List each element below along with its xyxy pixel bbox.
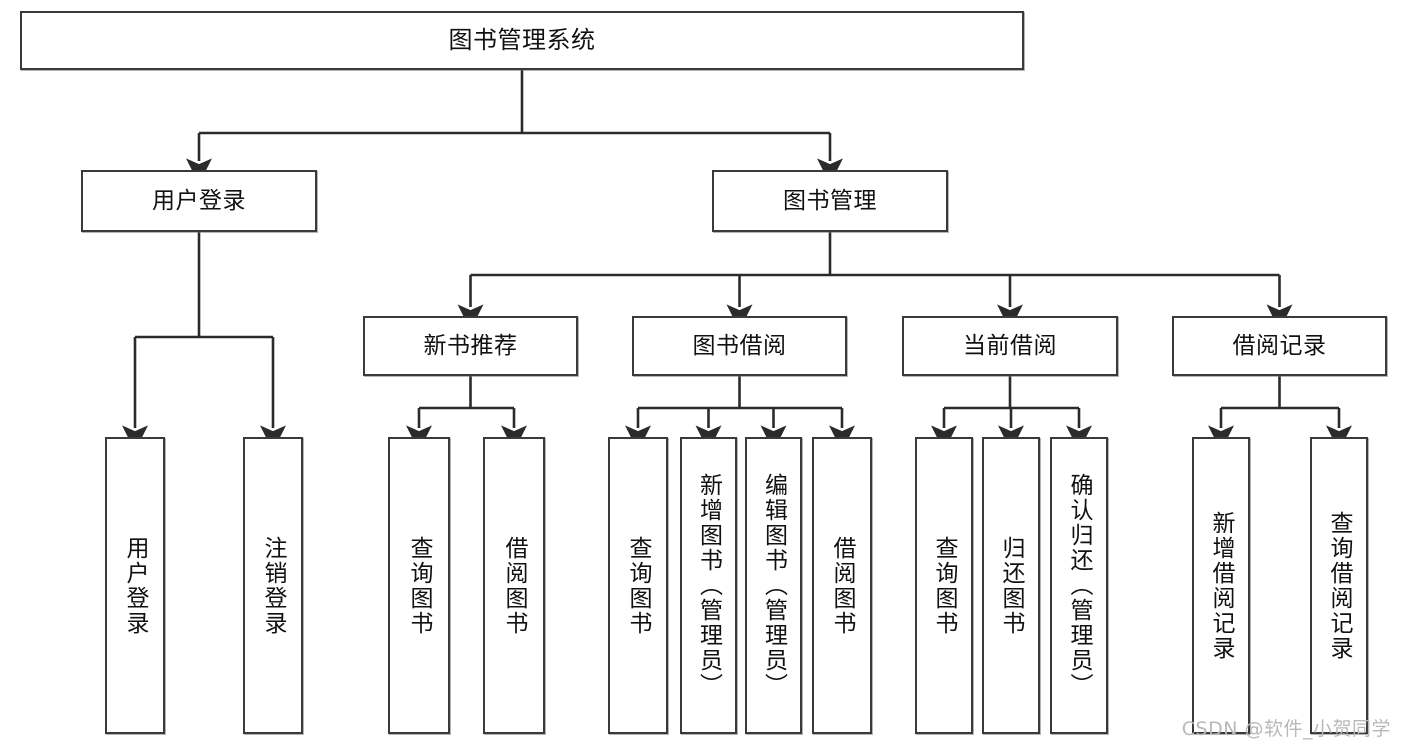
node-label: 借阅图书 [501, 535, 528, 636]
node-label: 归还图书 [998, 535, 1025, 636]
node-label: 查询借阅记录 [1326, 510, 1353, 661]
node-leaf-query-borrowing-record[interactable]: 查询借阅记录 [1310, 437, 1368, 734]
node-leaf-user-logout[interactable]: 注销登录 [243, 437, 303, 734]
node-label: 图书管理 [783, 187, 877, 214]
node-user-login[interactable]: 用户登录 [81, 170, 317, 232]
node-label: 当前借阅 [963, 332, 1057, 359]
node-leaf-borrow-book-recommendation[interactable]: 借阅图书 [483, 437, 545, 734]
node-leaf-query-book-recommendation[interactable]: 查询图书 [388, 437, 450, 734]
node-label: 查询图书 [931, 535, 958, 636]
node-label: 用户登录 [152, 187, 246, 214]
node-current-borrowing[interactable]: 当前借阅 [902, 316, 1118, 376]
watermark-text: CSDN @软件_小贺同学 [1181, 718, 1391, 740]
connector-lines [122, 70, 1352, 452]
node-label: 借阅图书 [829, 535, 856, 636]
node-leaf-add-book-admin[interactable]: 新增图书（管理员） [680, 437, 737, 734]
node-leaf-user-login[interactable]: 用户登录 [105, 437, 165, 734]
node-leaf-edit-book-admin[interactable]: 编辑图书（管理员） [745, 437, 802, 734]
node-label: 借阅记录 [1232, 332, 1327, 359]
node-leaf-add-borrowing-record[interactable]: 新增借阅记录 [1192, 437, 1250, 734]
node-label: 注销登录 [260, 535, 287, 636]
node-root-book-management-system[interactable]: 图书管理系统 [20, 11, 1024, 70]
node-leaf-return-book[interactable]: 归还图书 [982, 437, 1040, 734]
node-label: 图书借阅 [692, 332, 787, 359]
node-leaf-borrow-book-borrowing[interactable]: 借阅图书 [812, 437, 872, 734]
node-label: 查询图书 [406, 535, 433, 636]
node-label: 用户登录 [122, 535, 149, 636]
node-label: 图书管理系统 [448, 25, 596, 54]
node-label: 新增图书（管理员） [695, 473, 722, 698]
node-label: 确认归还（管理员） [1066, 473, 1093, 698]
node-book-management[interactable]: 图书管理 [712, 170, 948, 232]
node-label: 新书推荐 [423, 332, 518, 359]
node-new-book-recommendation[interactable]: 新书推荐 [363, 316, 578, 376]
node-book-borrowing[interactable]: 图书借阅 [632, 316, 847, 376]
node-label: 新增借阅记录 [1208, 510, 1235, 661]
node-borrowing-record[interactable]: 借阅记录 [1172, 316, 1387, 376]
node-leaf-confirm-return-admin[interactable]: 确认归还（管理员） [1050, 437, 1108, 734]
node-label: 编辑图书（管理员） [760, 473, 787, 698]
node-leaf-query-book-borrowing[interactable]: 查询图书 [608, 437, 668, 734]
node-leaf-query-book-current[interactable]: 查询图书 [915, 437, 973, 734]
node-label: 查询图书 [625, 535, 652, 636]
